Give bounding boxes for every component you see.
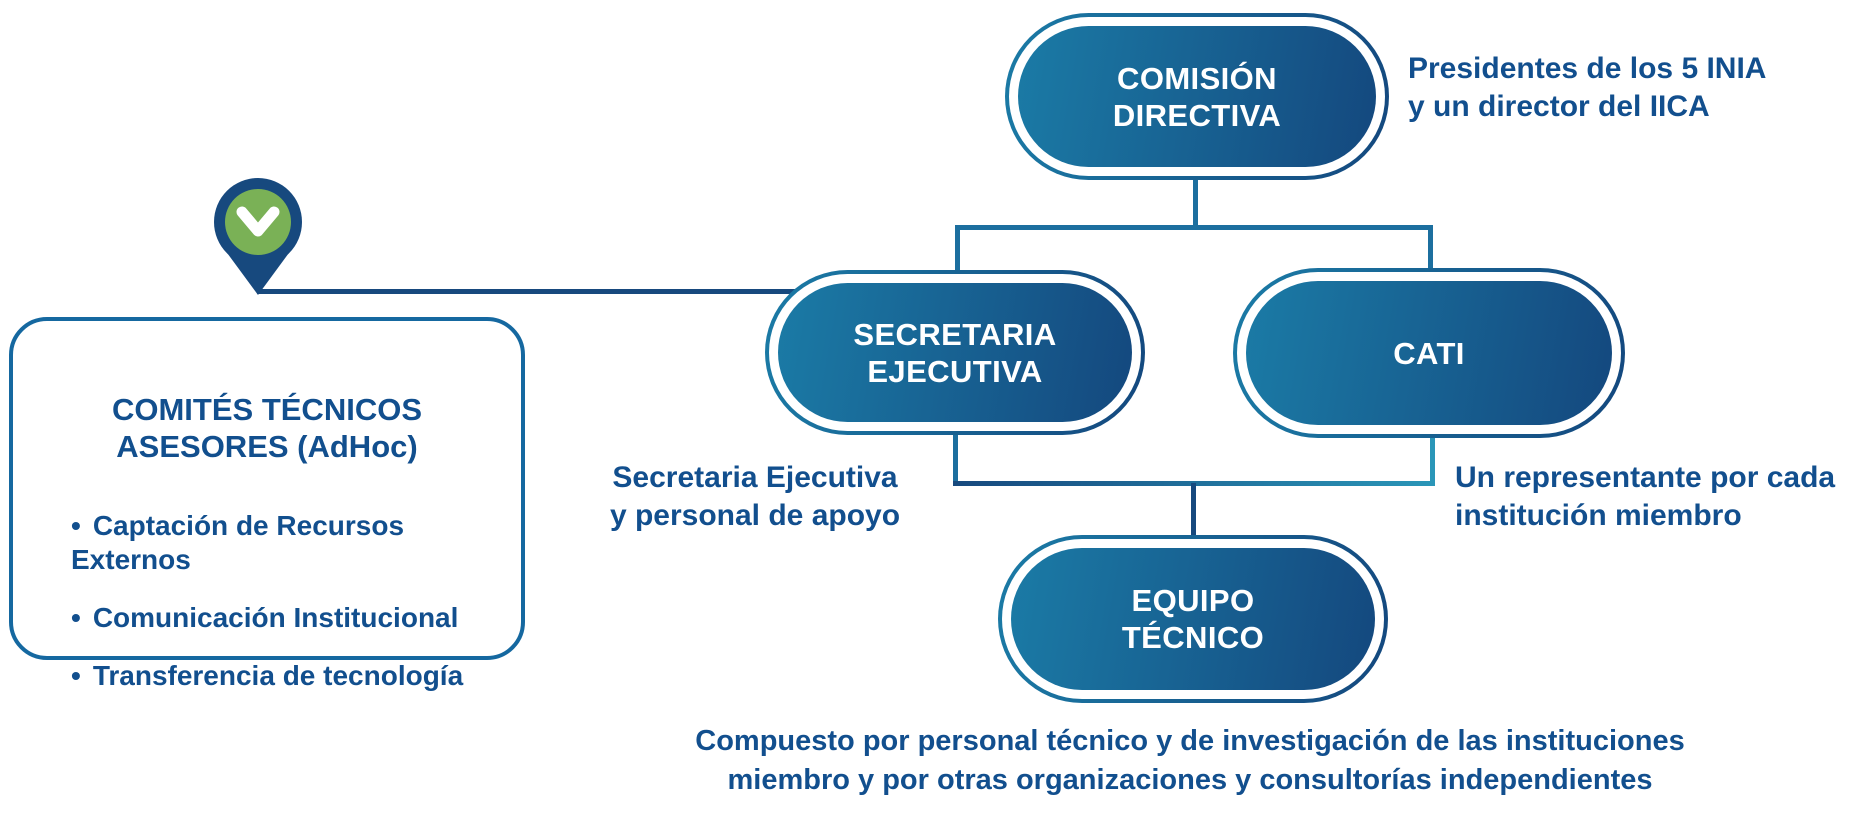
pill-label: EQUIPO TÉCNICO [1011, 548, 1375, 690]
list-item: • Transferencia de tecnología [71, 659, 521, 693]
chevron-down-icon [236, 206, 280, 237]
node-label-line: DIRECTIVA [1112, 97, 1282, 133]
node-comision-directiva: COMISIÓN DIRECTIVA [1005, 13, 1389, 180]
connector-pin-line [257, 289, 795, 294]
bullet-icon: • [71, 660, 81, 691]
node-cati: CATI [1233, 268, 1625, 438]
note-line: institución miembro [1455, 499, 1742, 532]
comites-title-line: COMITÉS TÉCNICOS [111, 392, 422, 427]
note-comision: Presidentes de los 5 INIA y un director … [1408, 50, 1766, 126]
connector-secretaria-top [955, 225, 960, 273]
note-line: y un director del IICA [1408, 90, 1710, 123]
node-label-line: TÉCNICO [1121, 620, 1265, 655]
comites-tecnicos-box: COMITÉS TÉCNICOS ASESORES (AdHoc) •Capta… [9, 317, 525, 691]
list-item: • Comunicación Institucional [71, 601, 521, 635]
connector-equipo-drop [1191, 483, 1196, 537]
location-pin-icon [214, 178, 302, 296]
node-label-line: EQUIPO [1131, 583, 1255, 618]
note-cati: Un representante por cada institución mi… [1455, 459, 1835, 535]
bullet-icon: • [71, 602, 81, 633]
connector-comision-drop [1193, 178, 1198, 228]
list-item-label: Comunicación Institucional [92, 602, 459, 633]
pill-label: SECRETARIA EJECUTIVA [778, 283, 1132, 422]
comites-title-line: ASESORES (AdHoc) [116, 429, 418, 464]
pin-svg [214, 178, 302, 295]
connector-top-horizontal [955, 225, 1433, 230]
note-line: miembro y por otras organizaciones y con… [727, 764, 1653, 796]
note-line: Compuesto por personal técnico y de inve… [695, 725, 1685, 757]
note-line: Un representante por cada [1455, 461, 1836, 494]
note-secretaria: Secretaria Ejecutiva y personal de apoyo [585, 459, 925, 535]
node-label-line: COMISIÓN [1117, 60, 1277, 96]
node-equipo-tecnico: EQUIPO TÉCNICO [998, 535, 1388, 703]
connector-cati-top [1428, 225, 1433, 271]
node-label-line: EJECUTIVA [867, 353, 1043, 389]
bullet-icon: • [71, 510, 81, 541]
pill-label: COMISIÓN DIRECTIVA [1018, 26, 1376, 167]
connector-secretaria-bottom [953, 431, 958, 485]
note-line: Presidentes de los 5 INIA [1408, 52, 1767, 85]
list-item-label: Captación de Recursos Externos [71, 510, 405, 575]
comites-list: •Captación de Recursos Externos •Comunic… [13, 509, 521, 693]
list-item-label: Transferencia de tecnología [92, 660, 464, 691]
note-equipo: Compuesto por personal técnico y de inve… [640, 722, 1740, 800]
comites-box-title: COMITÉS TÉCNICOS ASESORES (AdHoc) [13, 391, 521, 465]
connector-cati-bottom [1430, 436, 1435, 484]
pill-label: CATI [1246, 281, 1612, 425]
note-line: y personal de apoyo [609, 499, 901, 532]
node-secretaria-ejecutiva: SECRETARIA EJECUTIVA [765, 270, 1145, 435]
node-label-line: CATI [1393, 335, 1465, 371]
list-item: •Captación de Recursos Externos [71, 509, 521, 577]
note-line: Secretaria Ejecutiva [612, 461, 898, 494]
node-label-line: SECRETARIA [853, 316, 1057, 352]
